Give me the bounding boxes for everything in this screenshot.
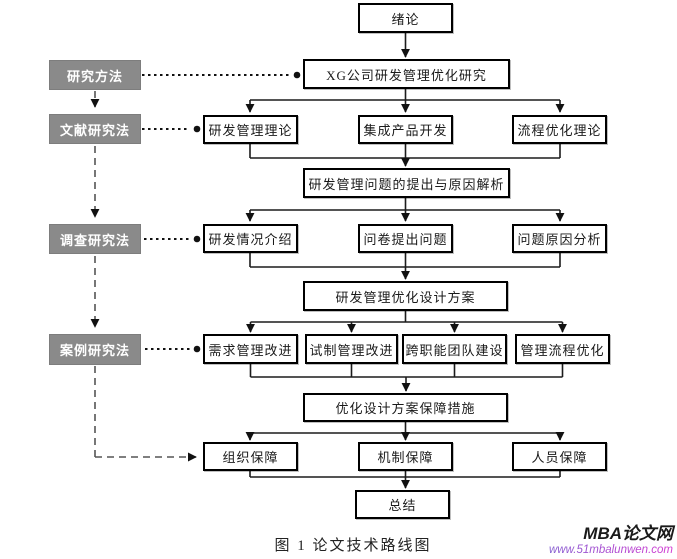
node-safeguard: 优化设计方案保障措施 [303, 393, 508, 422]
node-guarantee-3: 人员保障 [512, 442, 607, 471]
node-label: 机制保障 [377, 450, 434, 465]
node-label: 总结 [388, 498, 417, 513]
node-improve-1: 需求管理改进 [203, 334, 298, 364]
node-label: 跨职能团队建设 [405, 342, 504, 358]
tree-arrows [245, 33, 567, 489]
node-label: 人员保障 [531, 450, 588, 465]
method-label: 案例研究法 [59, 343, 130, 358]
method-label: 研究方法 [66, 68, 123, 84]
node-label: 组织保障 [222, 450, 279, 465]
node-theory-3: 流程优化理论 [512, 115, 607, 144]
node-label: 需求管理改进 [208, 342, 293, 358]
node-survey-3: 问题原因分析 [512, 224, 607, 253]
node-theory-2: 集成产品开发 [358, 115, 453, 144]
node-label: 研发管理理论 [208, 123, 293, 138]
watermark-brand: MBA论文网 [583, 524, 673, 543]
node-guarantee-2: 机制保障 [358, 442, 453, 471]
node-guarantee-1: 组织保障 [203, 442, 298, 471]
node-label: 流程优化理论 [517, 123, 602, 138]
method-link-bullets [193, 71, 301, 353]
node-label: 研发情况介绍 [208, 232, 293, 247]
node-label: 集成产品开发 [363, 123, 448, 138]
method-box-survey-method: 调查研究法 [49, 224, 141, 254]
watermark-site-url: www.51mbalunwen.com [493, 544, 673, 557]
method-box-research-method: 研究方法 [49, 60, 141, 90]
node-label: 管理流程优化 [520, 342, 605, 358]
tree-lines [249, 89, 564, 478]
node-label: 优化设计方案保障措施 [335, 401, 476, 416]
node-label: 研发管理优化设计方案 [335, 289, 476, 305]
node-summary: 总结 [355, 490, 450, 519]
method-dotted-links [142, 74, 291, 350]
node-survey-1: 研发情况介绍 [203, 224, 298, 253]
watermark: MBA论文网 www.51mbalunwen.com [493, 524, 673, 557]
method-label: 文献研究法 [59, 122, 130, 138]
method-box-case-method: 案例研究法 [49, 334, 141, 365]
node-main-topic: XG公司研发管理优化研究 [303, 59, 510, 89]
node-improve-3: 跨职能团队建设 [402, 334, 507, 364]
node-label: 研发管理问题的提出与原因解析 [308, 176, 505, 192]
node-survey-2: 问卷提出问题 [358, 224, 453, 253]
node-improve-4: 管理流程优化 [515, 334, 610, 364]
node-label: 问卷提出问题 [363, 232, 448, 247]
node-theory-1: 研发管理理论 [203, 115, 298, 144]
node-design: 研发管理优化设计方案 [303, 281, 508, 311]
node-label: 试制管理改进 [309, 342, 394, 358]
node-problem: 研发管理问题的提出与原因解析 [303, 168, 510, 198]
node-label: 问题原因分析 [517, 232, 602, 247]
node-label: 绪论 [391, 11, 420, 27]
method-box-literature-method: 文献研究法 [49, 114, 141, 144]
node-intro: 绪论 [358, 3, 453, 33]
figure-caption: 图 1 论文技术路线图 [274, 538, 432, 554]
method-label: 调查研究法 [59, 232, 130, 248]
method-dashed-chain [90, 91, 197, 462]
node-label: XG公司研发管理优化研究 [326, 67, 487, 83]
node-improve-2: 试制管理改进 [305, 334, 398, 364]
